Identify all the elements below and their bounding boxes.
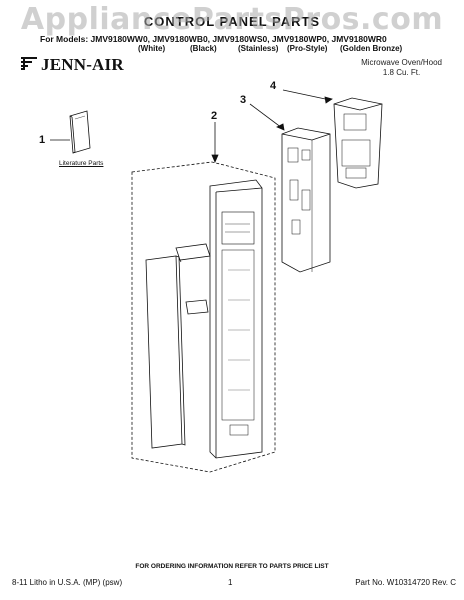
leader-3 <box>249 103 283 129</box>
product-line-1: Microwave Oven/Hood <box>361 58 442 67</box>
finish-golden-bronze: (Golden Bronze) <box>340 44 403 53</box>
callout-2: 2 <box>211 110 218 122</box>
callout-4: 4 <box>270 80 277 92</box>
footer-page-number: 1 <box>228 578 233 587</box>
brand-name: JENN-AIR <box>41 55 124 74</box>
finish-white: (White) <box>138 44 166 53</box>
callout-3: 3 <box>240 94 247 106</box>
footer-order-info: FOR ORDERING INFORMATION REFER TO PARTS … <box>135 563 329 570</box>
keypad-membrane-drawing <box>145 255 186 449</box>
product-description: Microwave Oven/Hood 1.8 Cu. Ft. <box>361 58 442 78</box>
jenn-air-logo-icon <box>20 56 38 75</box>
finishes-row: (White) (Black) (Stainless) (Pro-Style) … <box>0 44 464 56</box>
finish-stainless: (Stainless) <box>238 44 279 53</box>
product-line-2: 1.8 Cu. Ft. <box>382 68 421 77</box>
control-bracket-drawing <box>281 127 331 273</box>
finish-pro-style: (Pro-Style) <box>287 44 328 53</box>
footer-printed: 8-11 Litho in U.S.A. (MP) (psw) <box>12 578 123 587</box>
finish-black: (Black) <box>190 44 217 53</box>
control-panel-drawing <box>209 179 263 459</box>
callout-1: 1 <box>39 134 46 146</box>
bracket-drawing <box>185 299 209 315</box>
footer-part-number: Part No. W10314720 Rev. C <box>355 578 456 587</box>
literature-parts-label: Literature Parts <box>59 160 104 167</box>
leader-4 <box>282 89 331 101</box>
electronic-control-drawing <box>333 97 383 189</box>
brand-logo: JENN-AIR <box>20 55 124 75</box>
group-box <box>131 161 276 473</box>
literature-parts-drawing <box>69 110 91 154</box>
models-line: For Models: JMV9180WW0, JMV9180WB0, JMV9… <box>40 34 387 44</box>
page-title: CONTROL PANEL PARTS <box>143 14 321 29</box>
display-window-drawing <box>175 243 211 263</box>
watermark: AppliancePartsPros.com <box>20 2 444 37</box>
